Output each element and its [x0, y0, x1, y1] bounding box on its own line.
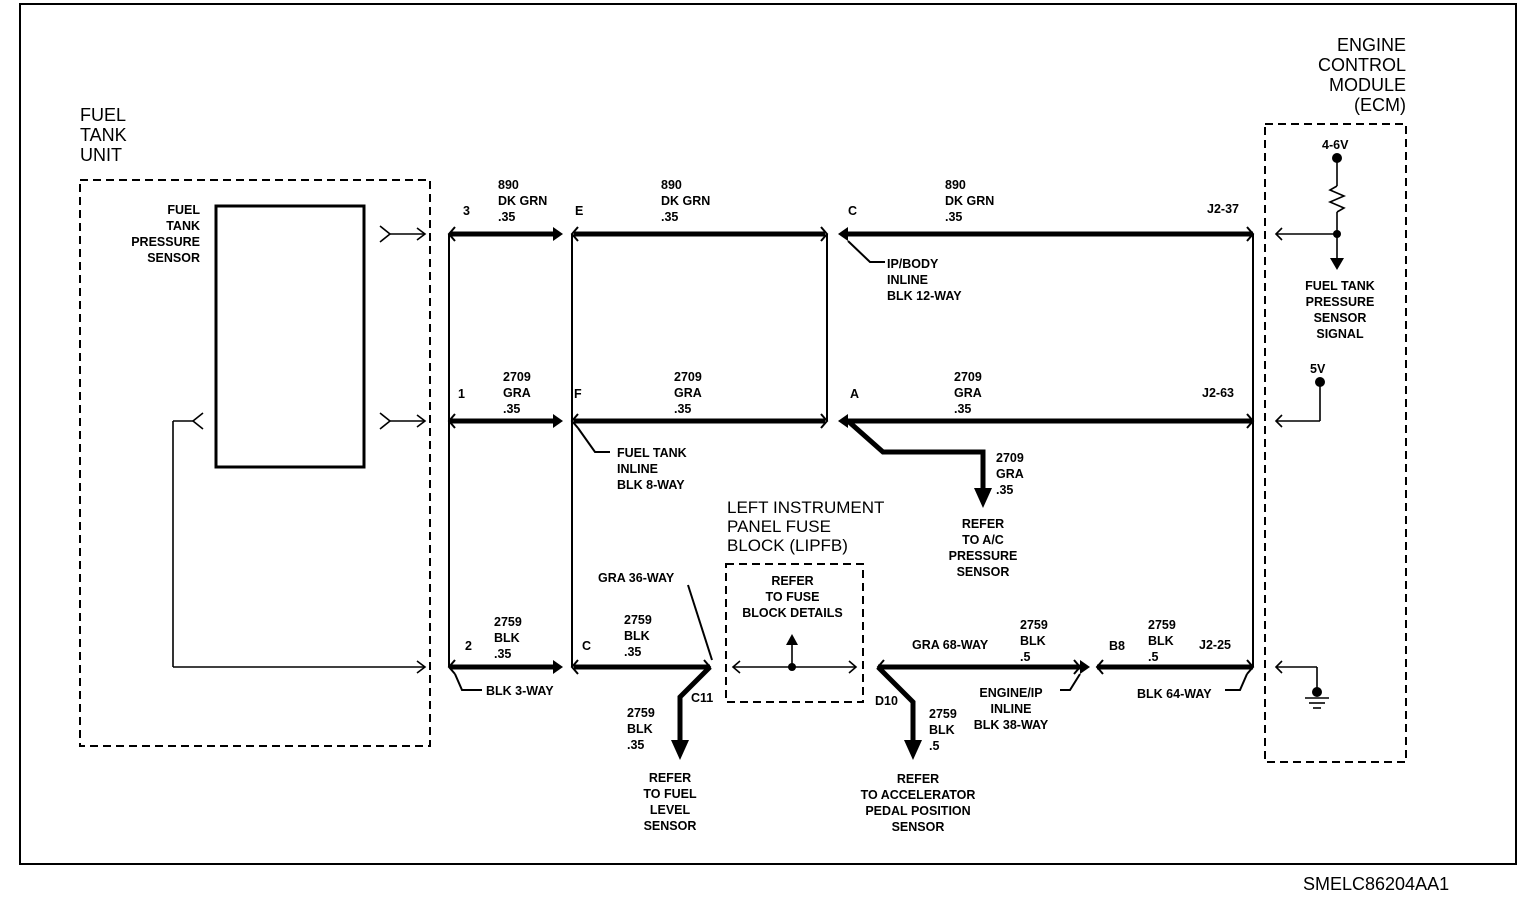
blk-64way-label: BLK 64-WAY: [1137, 687, 1212, 701]
fuel-tank-unit-title: FUEL TANK UNIT: [80, 105, 127, 165]
pin-d10: D10: [875, 694, 898, 708]
engine-ip-inline-label: ENGINE/IP INLINE BLK 38-WAY: [973, 686, 1049, 732]
wire-label: 2709 GRA .35: [674, 370, 702, 416]
lipfb-title: LEFT INSTRUMENT PANEL FUSE BLOCK (LIPFB): [727, 498, 885, 555]
wire-label: 2709 GRA .35: [954, 370, 982, 416]
wire-label: 2759 BLK .5: [1148, 618, 1176, 664]
pin-2: 2: [465, 639, 472, 653]
fuel-tank-pressure-sensor-box: [214, 204, 366, 469]
ecm-5v-dot: [1315, 377, 1325, 387]
wire-label: 890 DK GRN .35: [498, 178, 548, 224]
wire-label: 2759 BLK .35: [494, 615, 522, 661]
pin-3: 3: [463, 204, 470, 218]
refer-accelerator-pedal-sensor: REFER TO ACCELERATOR PEDAL POSITION SENS…: [860, 772, 976, 834]
ecm-title: ENGINE CONTROL MODULE (ECM): [1317, 35, 1406, 115]
gra-68way-label: GRA 68-WAY: [912, 638, 989, 652]
wire-label: 2759 BLK .35: [624, 613, 652, 659]
pin-j2-63: J2-63: [1202, 386, 1234, 400]
fuel-tank-inline-label: FUEL TANK INLINE BLK 8-WAY: [617, 446, 687, 492]
wire-label: 2709 GRA .35: [503, 370, 531, 416]
wire-label: 2759 BLK .35: [627, 706, 655, 752]
refer-fuel-level-sensor: REFER TO FUEL LEVEL SENSOR: [643, 771, 697, 833]
ip-body-connector-label: IP/BODY INLINE BLK 12-WAY: [887, 257, 962, 303]
wire-label: 890 DK GRN .35: [945, 178, 995, 224]
sensor-label: FUEL TANK PRESSURE SENSOR: [131, 203, 200, 265]
ecm-splice-dot: [1333, 230, 1341, 238]
pin-j2-25: J2-25: [1199, 638, 1231, 652]
pin-e: E: [575, 204, 584, 218]
wire-label: 2759 BLK .5: [1020, 618, 1048, 664]
ecm-voltage-5v: 5V: [1310, 362, 1326, 376]
thick-wires: [450, 231, 1253, 742]
pin-a-ip: A: [850, 387, 860, 401]
ecm-4-6v-dot: [1332, 153, 1342, 163]
wire-arrowheads: [553, 227, 1090, 760]
refer-ac-pressure-sensor: REFER TO A/C PRESSURE SENSOR: [948, 517, 1018, 579]
lipfb-box: [725, 563, 864, 703]
lipfb-splice-dot: [788, 663, 796, 671]
sensor-connector-terminals: [172, 225, 427, 674]
lipfb-up-arrow: [786, 634, 798, 645]
blk-3way-label: BLK 3-WAY: [486, 684, 554, 698]
pin-c-inline: C: [582, 639, 592, 653]
pin-b8: B8: [1109, 639, 1125, 653]
ecm-voltage-top: 4-6V: [1322, 138, 1349, 152]
fuel-tank-unit-box: [79, 179, 431, 747]
connector-bodies: [447, 226, 1255, 691]
diagram-id: SMELC86204AA1: [1303, 874, 1450, 894]
ecm-signal-arrow: [1330, 258, 1344, 270]
pin-f: F: [574, 387, 582, 401]
pin-j2-37: J2-37: [1207, 202, 1239, 216]
wire-label: 2709 GRA .35: [996, 451, 1024, 497]
wire-label: 2759 BLK .5: [929, 707, 957, 753]
gra-36way-label: GRA 36-WAY: [598, 571, 675, 585]
ecm-internal: [1274, 158, 1347, 709]
wire-label: 890 DK GRN .35: [661, 178, 711, 224]
ecm-box: [1264, 123, 1407, 763]
ecm-signal-label: FUEL TANK PRESSURE SENSOR SIGNAL: [1305, 279, 1375, 341]
pin-c-ip: C: [848, 204, 858, 218]
diagram-border: [19, 3, 1517, 865]
lipfb-refer: REFER TO FUSE BLOCK DETAILS: [742, 574, 843, 620]
pin-1: 1: [458, 387, 465, 401]
pin-c11: C11: [691, 691, 714, 705]
ecm-ground-dot: [1312, 687, 1322, 697]
